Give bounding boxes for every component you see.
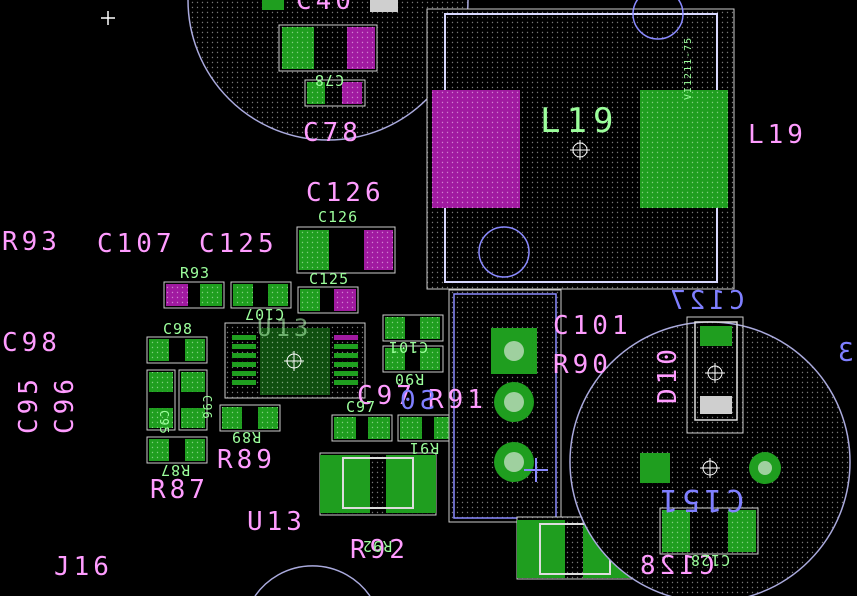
c78-pads[interactable] xyxy=(278,24,378,107)
label-r89-small: R89 xyxy=(231,428,262,446)
s0-connector-footprint[interactable] xyxy=(448,289,562,523)
r90-pads[interactable] xyxy=(382,345,444,373)
d10-diode-footprint[interactable] xyxy=(686,316,744,434)
label-u13-small: U13 xyxy=(257,314,313,342)
label-r87-small: R87 xyxy=(160,461,191,479)
label-c96: C96 xyxy=(50,375,80,434)
label-c98: C98 xyxy=(2,328,61,358)
label-r93-small: R93 xyxy=(180,264,211,282)
label-c126: C126 xyxy=(306,178,385,208)
label-c97-small: C97 xyxy=(346,398,377,416)
c96-pads[interactable] xyxy=(178,369,208,431)
label-c40: C40 xyxy=(296,0,355,16)
label-c78: C78 xyxy=(303,118,362,148)
c97-pads[interactable] xyxy=(331,414,393,442)
label-c95-small: C95 xyxy=(157,410,171,435)
label-c126-small: C126 xyxy=(318,208,359,226)
c95-pads[interactable] xyxy=(146,369,176,431)
label-l19-center: L19 xyxy=(540,101,620,141)
label-r90: R90 xyxy=(553,350,612,380)
cursor-crosshair-icon xyxy=(101,11,115,25)
r89-pads[interactable] xyxy=(219,404,281,432)
label-j16: J16 xyxy=(54,552,113,582)
r93-pads[interactable] xyxy=(163,281,225,309)
label-r91: R91 xyxy=(428,385,487,415)
label-l19: L19 xyxy=(748,120,807,150)
label-c125: C125 xyxy=(199,229,278,259)
label-c97: C97 xyxy=(357,381,416,411)
label-r92: R92 xyxy=(350,535,409,565)
label-r91-small: R91 xyxy=(409,439,440,457)
label-c95: C95 xyxy=(14,375,44,434)
l19-inductor-footprint[interactable] xyxy=(426,0,735,290)
label-c78-small: C78 xyxy=(314,71,345,89)
label-c151: C151 xyxy=(656,482,745,517)
label-c98-small: C98 xyxy=(163,320,194,338)
label-r92-small: R92 xyxy=(362,537,393,555)
label-d10: D10 xyxy=(653,345,683,404)
label-c125-small: C125 xyxy=(309,270,350,288)
label-r87: R87 xyxy=(150,475,209,505)
label-c127: C127 xyxy=(666,286,745,316)
label-c96-small: C96 xyxy=(200,395,214,420)
r87-pads[interactable] xyxy=(146,436,208,464)
label-c128-small: C128 xyxy=(690,551,731,569)
c40-footprint[interactable] xyxy=(187,0,469,141)
c125-pads[interactable] xyxy=(297,286,359,314)
label-c107: C107 xyxy=(97,229,176,259)
c107-pads[interactable] xyxy=(230,281,292,309)
label-s0: S0 xyxy=(396,386,436,416)
c126-pads[interactable] xyxy=(296,226,396,274)
label-u13: U13 xyxy=(247,507,306,537)
label-c101: C101 xyxy=(553,311,632,341)
label-edge-3: 3 xyxy=(834,338,854,368)
c98-pads[interactable] xyxy=(146,336,208,364)
u13-ic-footprint[interactable] xyxy=(224,322,366,399)
label-r89: R89 xyxy=(217,445,276,475)
label-c101-small: C101 xyxy=(388,338,429,356)
c101-pads[interactable] xyxy=(382,314,444,342)
r92-pads[interactable] xyxy=(319,452,437,516)
j16-outline xyxy=(254,565,371,596)
label-r93: R93 xyxy=(2,227,61,257)
label-l19-part: VI1211-75 xyxy=(683,36,694,100)
